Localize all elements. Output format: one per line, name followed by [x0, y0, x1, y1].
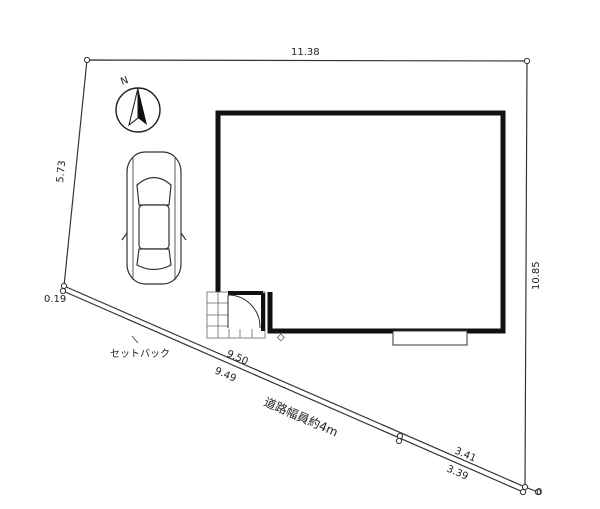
corner-marker	[395, 437, 403, 445]
corner-marker	[521, 483, 529, 491]
setback-lower-length-1: 9.49	[213, 366, 238, 385]
north-arrow-icon: N	[115, 75, 161, 133]
right-edge-length: 10.85	[531, 261, 542, 290]
door-sill-mark: ◇	[277, 332, 285, 343]
corner-marker	[59, 287, 67, 295]
entrance-mask	[228, 293, 264, 329]
right-offset: 0	[536, 487, 542, 498]
left-edge-length: 5.73	[55, 160, 68, 183]
building-step	[392, 330, 468, 346]
building-outline	[215, 110, 506, 334]
corner-marker	[534, 488, 542, 496]
corner-marker	[83, 56, 91, 64]
setback-leader	[131, 335, 139, 344]
setback-upper-length-2: 3.41	[453, 446, 478, 465]
left-offset: 0.19	[44, 294, 66, 305]
lot-boundary	[63, 59, 528, 488]
setback-line	[63, 285, 526, 488]
corner-markers	[59, 56, 542, 496]
car-icon	[121, 151, 187, 285]
entrance-door	[227, 291, 265, 331]
road-boundary-line	[62, 290, 524, 493]
top-edge-length: 11.38	[291, 47, 320, 58]
setback-upper-length-1: 9.50	[225, 349, 250, 368]
corner-marker	[396, 432, 404, 440]
setback-label: セットバック	[110, 348, 170, 360]
north-label: N	[119, 75, 130, 88]
corner-marker	[60, 282, 68, 290]
corner-marker	[519, 488, 527, 496]
corner-marker	[523, 57, 531, 65]
